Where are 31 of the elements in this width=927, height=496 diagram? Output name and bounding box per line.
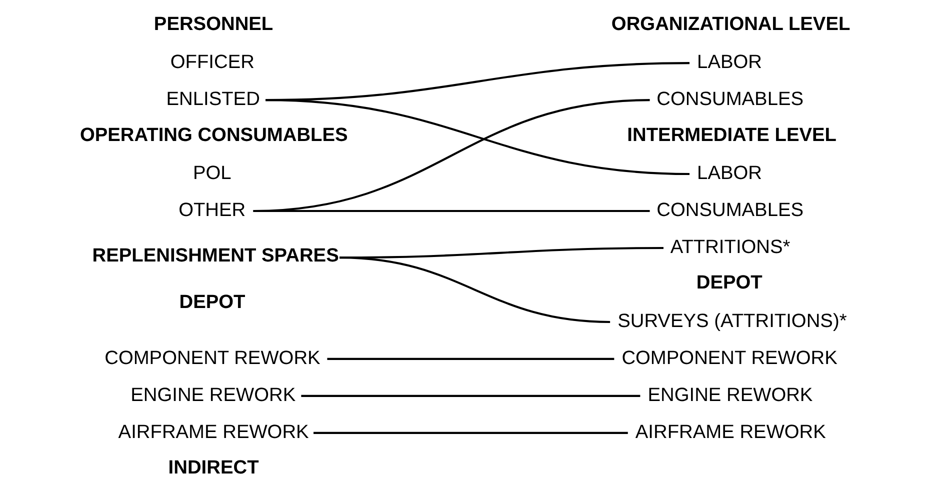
node-text: ENLISTED (166, 89, 260, 110)
node-text: COMPONENT REWORK (622, 348, 838, 370)
node-text: LABOR (697, 52, 762, 74)
node-text: OTHER (178, 200, 246, 222)
node-text: CONSUMABLES (656, 89, 804, 110)
node-text: SURVEYS (ATTRITIONS)* (618, 311, 847, 332)
node-text: CONSUMABLES (656, 200, 804, 222)
connector (301, 394, 640, 397)
connector (339, 256, 610, 323)
node-text: REPLENISHMENT SPARES (92, 245, 339, 266)
node-text: OFFICER (170, 52, 254, 74)
connector (327, 358, 614, 360)
label: PERSONNEL (154, 14, 274, 35)
label: INTERMEDIATE LEVEL (627, 124, 837, 146)
connector (253, 99, 650, 212)
node-text: LABOR (697, 163, 762, 184)
label: DEPOT (179, 292, 246, 313)
node-text: ENGINE REWORK (648, 385, 813, 406)
node-text: AIRFRAME REWORK (635, 422, 826, 443)
connector (253, 210, 650, 212)
label: INDIRECT (168, 458, 259, 479)
node-text: ENGINE REWORK (130, 385, 296, 406)
node-text: ATTRITIONS* (670, 237, 790, 258)
node-text: AIRFRAME REWORK (118, 422, 309, 443)
node-text: COMPONENT REWORK (104, 348, 320, 370)
label: ORGANIZATIONAL LEVEL (611, 14, 850, 35)
node-text: POL (192, 163, 232, 184)
connector (314, 432, 628, 434)
connector (266, 99, 690, 176)
label: DEPOT (696, 272, 762, 294)
label: OPERATING CONSUMABLES (80, 124, 348, 146)
